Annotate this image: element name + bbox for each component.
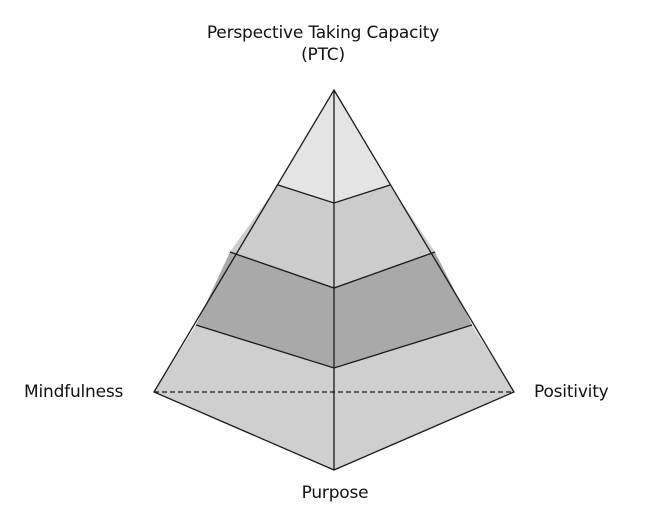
band-divider-3 xyxy=(195,324,473,369)
apex-label: Perspective Taking Capacity (PTC) xyxy=(0,22,646,66)
band-2-left-face xyxy=(230,185,334,288)
band-base-left-face xyxy=(154,325,334,470)
positivity-label: Positivity xyxy=(534,382,609,402)
apex-label-line1: Perspective Taking Capacity xyxy=(206,23,440,43)
band-2-right-face xyxy=(334,185,435,288)
apex-label-line2: (PTC) xyxy=(301,45,345,65)
band-divider-2 xyxy=(229,251,436,289)
mindfulness-label: Mindfulness xyxy=(24,382,124,402)
band-3-left-face xyxy=(196,252,334,368)
band-top-left-face xyxy=(278,90,334,203)
band-3-right-face xyxy=(334,252,472,368)
band-divider-1 xyxy=(277,184,391,204)
purpose-label: Purpose xyxy=(301,483,369,503)
band-base-right-face xyxy=(334,325,514,470)
band-top-right-face xyxy=(334,90,390,203)
